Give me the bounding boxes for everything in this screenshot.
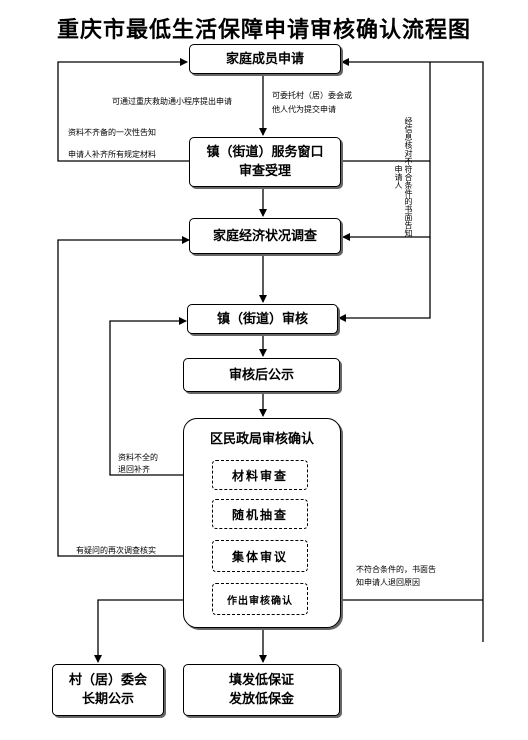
step-random-check-label: 随机抽查 xyxy=(231,507,288,522)
arrow-notify-loop xyxy=(341,58,484,642)
arrow-reject-loop xyxy=(340,62,431,162)
note-incomplete: 资料不齐备的一次性告知 xyxy=(68,128,156,137)
node-window: 镇（街道）服务窗口 审查受理 xyxy=(189,137,341,187)
arrow-incomplete-loop xyxy=(57,58,189,162)
step-material-check-label: 材料审查 xyxy=(231,468,288,483)
note-entrust-line1: 可委托村（居）委会或 xyxy=(272,91,352,100)
node-survey-label: 家庭经济状况调查 xyxy=(212,228,317,244)
node-survey: 家庭经济状况调查 xyxy=(189,218,341,254)
node-apply-label: 家庭成员申请 xyxy=(225,51,304,67)
node-town-review-label: 镇（街道）审核 xyxy=(216,311,308,327)
node-window-line2: 审查受理 xyxy=(238,164,291,179)
step-decision-label: 作出审核确认 xyxy=(227,595,293,607)
node-window-line1: 镇（街道）服务窗口 xyxy=(206,145,324,160)
node-publicity: 审核后公示 xyxy=(183,358,340,392)
node-town-review: 镇（街道）审核 xyxy=(187,304,338,334)
node-village: 村（居）委会 长期公示 xyxy=(52,664,164,716)
node-village-line1: 村（居）委会 xyxy=(68,673,147,688)
arrow-to-survey xyxy=(342,161,431,241)
note-entrust-line2: 他人代为提交申请 xyxy=(272,105,336,114)
step-collective-label: 集体审议 xyxy=(231,549,288,564)
node-issue-line2: 发放低保金 xyxy=(228,692,294,707)
bureau-title: 区民政局审核确认 xyxy=(209,432,314,447)
arrow-to-village xyxy=(94,599,212,663)
note-reject-vertical: 经信息核对不符合条件的书面告知申请人 xyxy=(394,117,413,237)
node-issue: 填发低保证 发放低保金 xyxy=(183,664,340,716)
node-issue-line1: 填发低保证 xyxy=(228,673,294,688)
page-title: 重庆市最低生活保障申请审核确认流程图 xyxy=(56,18,471,43)
step-decision: 作出审核确认 xyxy=(212,583,308,615)
step-collective: 集体审议 xyxy=(212,540,308,572)
note-doubt: 有疑问的再次调查核实 xyxy=(76,546,156,555)
note-app: 可通过重庆救助通小程序提出申请 xyxy=(112,97,232,106)
note-return-line1: 资料不全的 xyxy=(118,453,158,462)
node-village-line2: 长期公示 xyxy=(81,692,134,707)
note-notify-line2: 知申请人退回原因 xyxy=(356,578,420,587)
arrow-to-review xyxy=(338,237,431,322)
node-publicity-label: 审核后公示 xyxy=(228,367,294,383)
note-supplement: 申请人补齐所有规定材料 xyxy=(68,150,156,159)
node-apply: 家庭成员申请 xyxy=(189,44,341,74)
arrow-doubt-loop xyxy=(57,236,212,557)
arrow-material-return xyxy=(109,317,212,476)
step-material-check: 材料审查 xyxy=(212,460,308,490)
step-random-check: 随机抽查 xyxy=(212,499,308,529)
note-return-line2: 退回补齐 xyxy=(118,465,150,474)
note-notify-line1: 不符合条件的，书面告 xyxy=(356,565,436,574)
